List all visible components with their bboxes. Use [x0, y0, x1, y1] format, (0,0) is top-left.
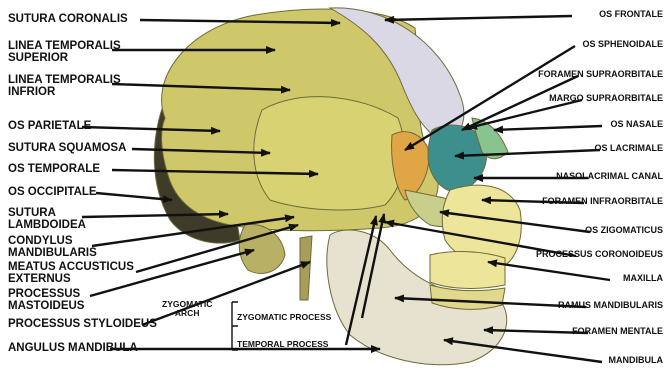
label-condylus-mandibularis-line: CONDYLUS: [8, 236, 97, 248]
label-mandibula-line: MANDIBULA: [609, 356, 664, 365]
label-sutura-coronalis: SUTURA CORONALIS: [8, 14, 128, 26]
label-zygomatic-arch-line: ARCH: [162, 309, 212, 318]
arrow-margo-supraorbitale: [468, 100, 582, 128]
label-linea-temporalis-superior-line: SUPERIOR: [8, 53, 121, 65]
label-os-lacrimale-line: OS LACRIMALE: [595, 144, 664, 153]
label-temporal-process-line: TEMPORAL PROCESS: [237, 340, 328, 349]
label-zygomatic-process: ZYGOMATIC PROCESS: [237, 313, 331, 322]
arrow-maxilla: [488, 262, 610, 280]
upper-teeth: [430, 252, 505, 289]
label-foramen-supraorbitale-line: FORAMEN SUPRAORBITALE: [538, 70, 663, 79]
label-os-lacrimale: OS LACRIMALE: [595, 144, 664, 153]
label-sutura-squamosa: SUTURA SQUAMOSA: [8, 143, 126, 155]
label-angulus-mandibula: ANGULUS MANDIBULA: [8, 343, 138, 355]
label-linea-temporalis-superior-line: LINEA TEMPORALIS: [8, 41, 121, 53]
label-os-zigomaticus-line: OS ZIGOMATICUS: [585, 226, 663, 235]
label-temporal-process: TEMPORAL PROCESS: [237, 340, 328, 349]
label-linea-temporalis-infrior-line: INFRIOR: [8, 87, 121, 99]
label-condylus-mandibularis-line: MANDIBULARIS: [8, 248, 97, 260]
label-foramen-supraorbitale: FORAMEN SUPRAORBITALE: [538, 70, 663, 79]
styloid-process: [300, 236, 312, 300]
label-os-zigomaticus: OS ZIGOMATICUS: [585, 226, 663, 235]
label-nasolacrimal-canal: NASOLACRIMAL CANAL: [556, 172, 663, 181]
label-margo-supraorbitale: MARGO SUPRAORBITALE: [549, 94, 663, 103]
label-foramen-infraorbitale: FORAMEN INFRAORBITALE: [542, 197, 663, 206]
label-os-parietale-line: OS PARIETALE: [8, 121, 91, 133]
arrow-foramen-supraorbitale: [462, 76, 578, 130]
label-meatus-accusticus-externus-line: EXTERNUS: [8, 274, 134, 286]
arrow-os-frontale: [385, 16, 572, 20]
label-ramus-mandibularis-line: RAMUS MANDIBULARIS: [558, 301, 663, 310]
label-meatus-accusticus-externus-line: MEATUS ACCUSTICUS: [8, 262, 134, 274]
label-processus-mastoideus-line: PROCESSUS: [8, 289, 84, 301]
label-processus-styloideus: PROCESSUS STYLOIDEUS: [8, 319, 157, 331]
label-sutura-coronalis-line: SUTURA CORONALIS: [8, 14, 128, 26]
label-processus-mastoideus-line: MASTOIDEUS: [8, 301, 84, 313]
label-os-frontale-line: OS FRONTALE: [599, 10, 663, 19]
label-os-occipitale: OS OCCIPITALE: [8, 187, 97, 199]
label-maxilla-line: MAXILLA: [623, 274, 663, 283]
label-nasolacrimal-canal-line: NASOLACRIMAL CANAL: [556, 172, 663, 181]
label-sutura-lambdoidea-line: SUTURA: [8, 208, 86, 220]
label-foramen-infraorbitale-line: FORAMEN INFRAORBITALE: [542, 197, 663, 206]
label-os-frontale: OS FRONTALE: [599, 10, 663, 19]
label-sutura-lambdoidea-line: LAMBDOIDEA: [8, 220, 86, 232]
label-zygomatic-process-line: ZYGOMATIC PROCESS: [237, 313, 331, 322]
label-os-parietale: OS PARIETALE: [8, 121, 91, 133]
temporal-squama: [254, 97, 405, 210]
label-os-nasale: OS NASALE: [610, 120, 663, 129]
label-foramen-mentale-line: FORAMEN MENTALE: [572, 327, 663, 336]
label-linea-temporalis-infrior-line: LINEA TEMPORALIS: [8, 75, 121, 87]
label-os-sphenoidale-line: OS SPHENOIDALE: [582, 40, 663, 49]
label-os-occipitale-line: OS OCCIPITALE: [8, 187, 97, 199]
label-linea-temporalis-superior: LINEA TEMPORALISSUPERIOR: [8, 41, 121, 64]
arrow-os-nasale: [494, 126, 602, 130]
label-margo-supraorbitale-line: MARGO SUPRAORBITALE: [549, 94, 663, 103]
label-os-nasale-line: OS NASALE: [610, 120, 663, 129]
label-foramen-mentale: FORAMEN MENTALE: [572, 327, 663, 336]
label-angulus-mandibula-line: ANGULUS MANDIBULA: [8, 343, 138, 355]
label-os-sphenoidale: OS SPHENOIDALE: [582, 40, 663, 49]
label-processus-coronoideus-line: PROCESSUS CORONOIDEUS: [536, 250, 663, 259]
label-maxilla: MAXILLA: [623, 274, 663, 283]
label-os-temporale: OS TEMPORALE: [8, 164, 100, 176]
label-processus-coronoideus: PROCESSUS CORONOIDEUS: [536, 250, 663, 259]
label-sutura-squamosa-line: SUTURA SQUAMOSA: [8, 143, 126, 155]
label-mandibula: MANDIBULA: [609, 356, 664, 365]
label-ramus-mandibularis: RAMUS MANDIBULARIS: [558, 301, 663, 310]
label-os-temporale-line: OS TEMPORALE: [8, 164, 100, 176]
label-processus-styloideus-line: PROCESSUS STYLOIDEUS: [8, 319, 157, 331]
